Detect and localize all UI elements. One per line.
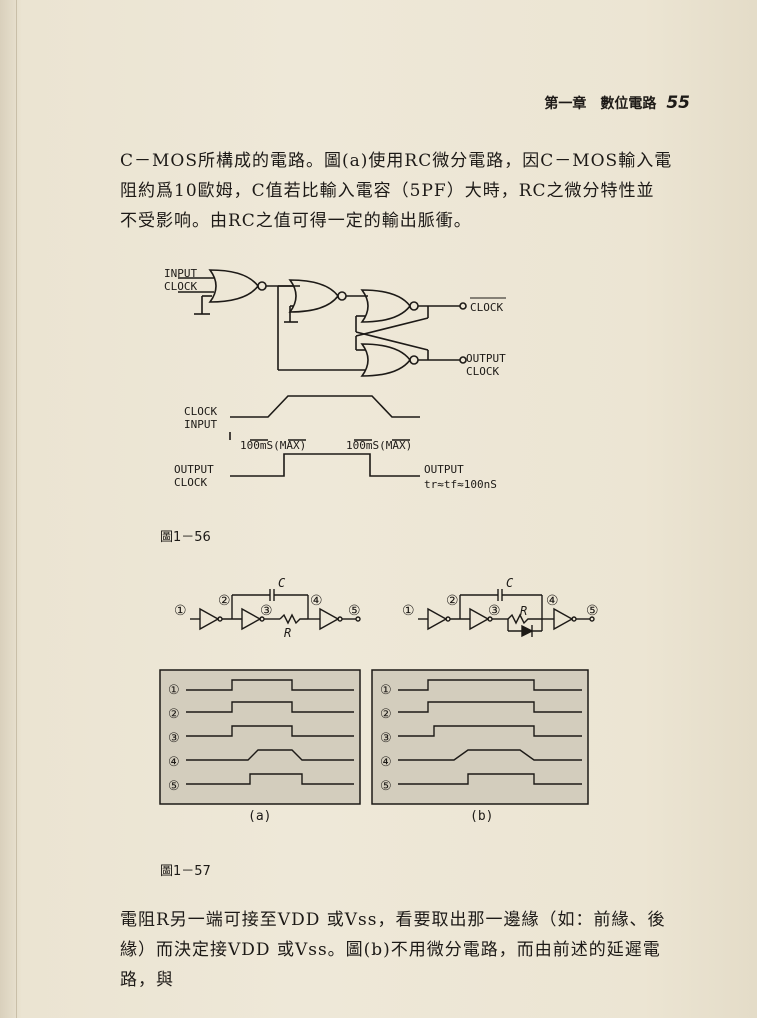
figure-1-56-schematic: INPUT CLOCK CLOCK OUTPUT CLOCK CLOCK INP… xyxy=(164,267,506,491)
running-header: 第一章 數位電路 55 xyxy=(500,93,690,113)
scope-b-channel: ③ xyxy=(380,731,392,746)
paragraph-line: 阻約爲10歐姆，C值若比輸入電容（5PF）大時，RC之微分特性並 xyxy=(120,181,655,201)
circuit-b-cap-label: C xyxy=(506,576,514,590)
output-clock-label: OUTPUT xyxy=(466,352,506,365)
timing-label: 100mS(MAX) xyxy=(240,439,306,452)
paragraph-line: 緣）而決定接VDD 或Vss。圖(b)不用微分電路，而由前述的延遲電路，與 xyxy=(120,940,661,990)
wave-output-label: OUTPUT xyxy=(174,463,214,476)
output-clock-label: CLOCK xyxy=(466,365,499,378)
circuit-b-node: ⑤ xyxy=(586,603,599,619)
scope-a-channel: ③ xyxy=(168,731,180,746)
figure-1-56-caption: 圖1－56 xyxy=(160,530,211,545)
page-number: 55 xyxy=(666,93,690,113)
binding-gutter xyxy=(16,0,17,1018)
scope-b-channel: ① xyxy=(380,683,392,698)
figure-1-57-caption: 圖1－57 xyxy=(160,864,211,879)
circuit-b-node: ④ xyxy=(546,593,559,609)
wave-clock-input-label: CLOCK xyxy=(184,405,217,418)
wave-output-note: OUTPUT xyxy=(424,463,464,476)
chapter-title: 第一章 數位電路 xyxy=(544,96,657,112)
scope-b-frame xyxy=(371,669,589,805)
paragraph-2: 電阻R另一端可接至VDD 或Vss，看要取出那一邊緣（如：前緣、後 緣）而決定接… xyxy=(120,905,692,995)
wave-output-label: CLOCK xyxy=(174,476,207,489)
circuit-a-node: ① xyxy=(174,603,187,619)
paragraph-1: C－MOS所構成的電路。圖(a)使用RC微分電路，因C－MOS輸入電 阻約爲10… xyxy=(120,146,692,236)
circuit-a-node: ④ xyxy=(310,593,323,609)
input-clock-label: CLOCK xyxy=(164,280,197,293)
circuit-b-node: ② xyxy=(446,593,459,609)
circuit-a-node: ② xyxy=(218,593,231,609)
scope-a-channel: ⑤ xyxy=(168,779,180,794)
wave-output-note: tr≈tf≈100nS xyxy=(424,478,497,491)
scope-a-channel: ① xyxy=(168,683,180,698)
timing-label: 100mS(MAX) xyxy=(346,439,412,452)
paragraph-line: 不受影响。由RC之值可得一定的輸出脈衝。 xyxy=(120,211,472,231)
paragraph-line: 電阻R另一端可接至VDD 或Vss，看要取出那一邊緣（如：前緣、後 xyxy=(120,910,666,930)
circuit-b-node: ③ xyxy=(488,603,501,619)
circuit-b-node: ① xyxy=(402,603,415,619)
scope-a-label: (a) xyxy=(248,809,271,824)
circuit-a-res-label: R xyxy=(284,626,291,640)
circuit-a-cap-label: C xyxy=(278,576,286,590)
paragraph-line: C－MOS所構成的電路。圖(a)使用RC微分電路，因C－MOS輸入電 xyxy=(120,151,673,171)
wave-clock-input-label: INPUT xyxy=(184,418,217,431)
scope-b-channel: ④ xyxy=(380,755,392,770)
input-clock-label: INPUT xyxy=(164,267,197,280)
scope-b-channel: ② xyxy=(380,707,392,722)
scope-a-frame xyxy=(159,669,361,805)
circuit-b-res-label: R xyxy=(520,604,527,618)
scope-b-channel: ⑤ xyxy=(380,779,392,794)
figure-1-57-scopes: ① ② ③ ④ ⑤ ① ② ③ ④ ⑤ (a) (b) xyxy=(159,669,589,824)
figure-1-57-circuits: ① ② ③ ④ ⑤ C R ① ② ③ ④ ⑤ C R xyxy=(174,576,599,640)
clock-bar-label: CLOCK xyxy=(470,301,503,314)
circuit-a-node: ③ xyxy=(260,603,273,619)
scope-a-channel: ② xyxy=(168,707,180,722)
scope-b-label: (b) xyxy=(470,809,493,824)
scope-a-channel: ④ xyxy=(168,755,180,770)
circuit-a-node: ⑤ xyxy=(348,603,361,619)
